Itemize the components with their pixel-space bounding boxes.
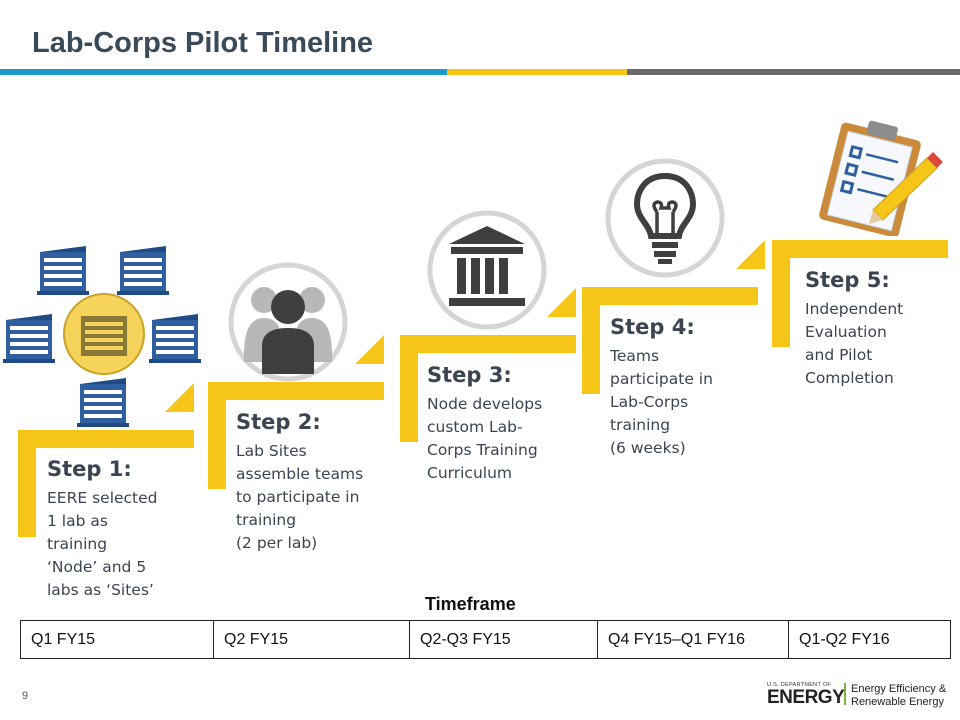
logo-energy: ENERGY — [767, 687, 845, 708]
timeframe-cell: Q2-Q3 FY15 — [409, 620, 598, 659]
logo-line1: Energy Efficiency & — [851, 683, 947, 695]
timeframe-cell: Q2 FY15 — [213, 620, 410, 659]
clipboard-checklist-icon — [819, 120, 943, 236]
buildings-network-icon — [3, 246, 201, 427]
step5-title: Step 5: — [805, 268, 890, 292]
step3-arrow — [547, 288, 576, 317]
lightbulb-icon — [605, 158, 725, 278]
step2-title: Step 2: — [236, 410, 321, 434]
step1-bracket — [18, 430, 194, 537]
title-underline-yellow — [447, 69, 627, 75]
step3-bracket — [400, 335, 576, 442]
team-people-icon — [228, 262, 348, 382]
step1-arrow — [165, 383, 194, 412]
step2-bracket — [208, 382, 384, 489]
logo-separator — [844, 683, 846, 705]
step4-description: Teams participate in Lab-Corps training … — [610, 347, 713, 457]
step2-description: Lab Sites assemble teams to participate … — [236, 442, 364, 552]
step3-description: Node develops custom Lab- Corps Training… — [427, 395, 543, 482]
title-underline-blue — [0, 69, 447, 75]
timeframe-label: Timeframe — [425, 594, 516, 614]
staircase-graphic — [18, 240, 948, 537]
page-title: Lab-Corps Pilot Timeline — [32, 27, 374, 59]
step5-description: Independent Evaluation and Pilot Complet… — [805, 300, 904, 387]
title-underline-gray — [627, 69, 960, 75]
timeframe-cell: Q1 FY15 — [20, 620, 214, 659]
step3-title: Step 3: — [427, 363, 512, 387]
logo-line2: Renewable Energy — [851, 696, 944, 708]
timeframe-cell: Q4 FY15–Q1 FY16 — [597, 620, 789, 659]
step4-title: Step 4: — [610, 315, 695, 339]
timeframe-cell: Q1-Q2 FY16 — [788, 620, 951, 659]
step1-description: EERE selected 1 lab as training ‘Node’ a… — [47, 489, 158, 599]
timeframe-table: Q1 FY15 Q2 FY15 Q2-Q3 FY15 Q4 FY15–Q1 FY… — [20, 620, 951, 659]
step1-title: Step 1: — [47, 457, 132, 481]
step4-arrow — [736, 240, 765, 269]
step5-bracket — [772, 240, 948, 347]
page-number: 9 — [22, 690, 29, 702]
logo-top-line: U.S. DEPARTMENT OF — [767, 682, 832, 688]
step4-bracket — [582, 287, 758, 394]
institution-building-icon — [427, 210, 547, 330]
step2-arrow — [355, 335, 384, 364]
timeframe-row: Q1 FY15 Q2 FY15 Q2-Q3 FY15 Q4 FY15–Q1 FY… — [20, 620, 951, 659]
